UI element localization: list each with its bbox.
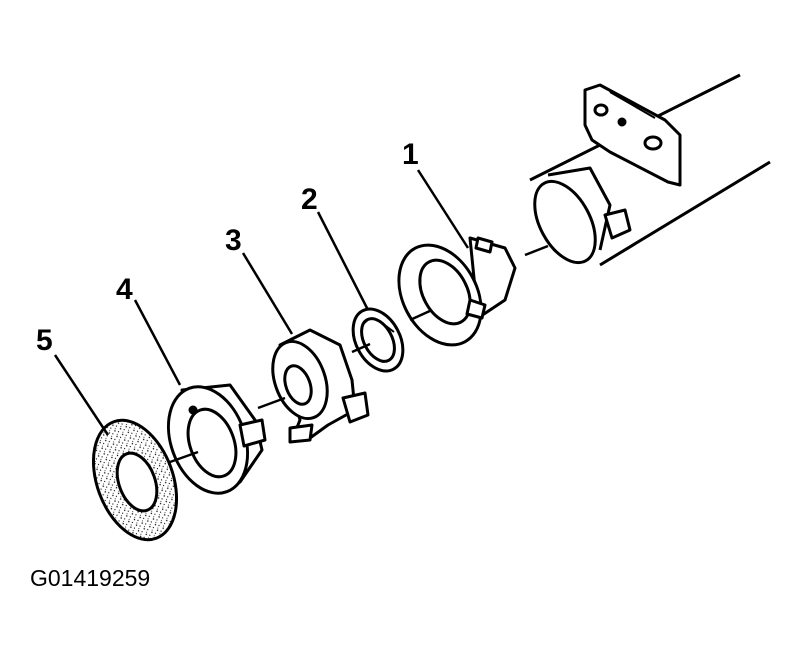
- column-tube: [529, 73, 771, 267]
- callout-1: 1: [402, 138, 419, 171]
- mounting-bracket: [583, 83, 682, 187]
- part-3-cam: [271, 328, 370, 444]
- part-1-housing: [397, 236, 517, 347]
- callout-3: 3: [225, 224, 242, 257]
- callout-2: 2: [301, 183, 318, 216]
- figure-id: G01419259: [30, 565, 151, 591]
- callout-5: 5: [36, 324, 53, 357]
- callout-4: 4: [116, 273, 133, 306]
- part-4-bearing: [166, 383, 267, 495]
- part-5-washer: [91, 418, 179, 542]
- part-2-ring: [351, 307, 405, 373]
- center-line: [169, 244, 549, 464]
- leader-lines: [53, 169, 470, 436]
